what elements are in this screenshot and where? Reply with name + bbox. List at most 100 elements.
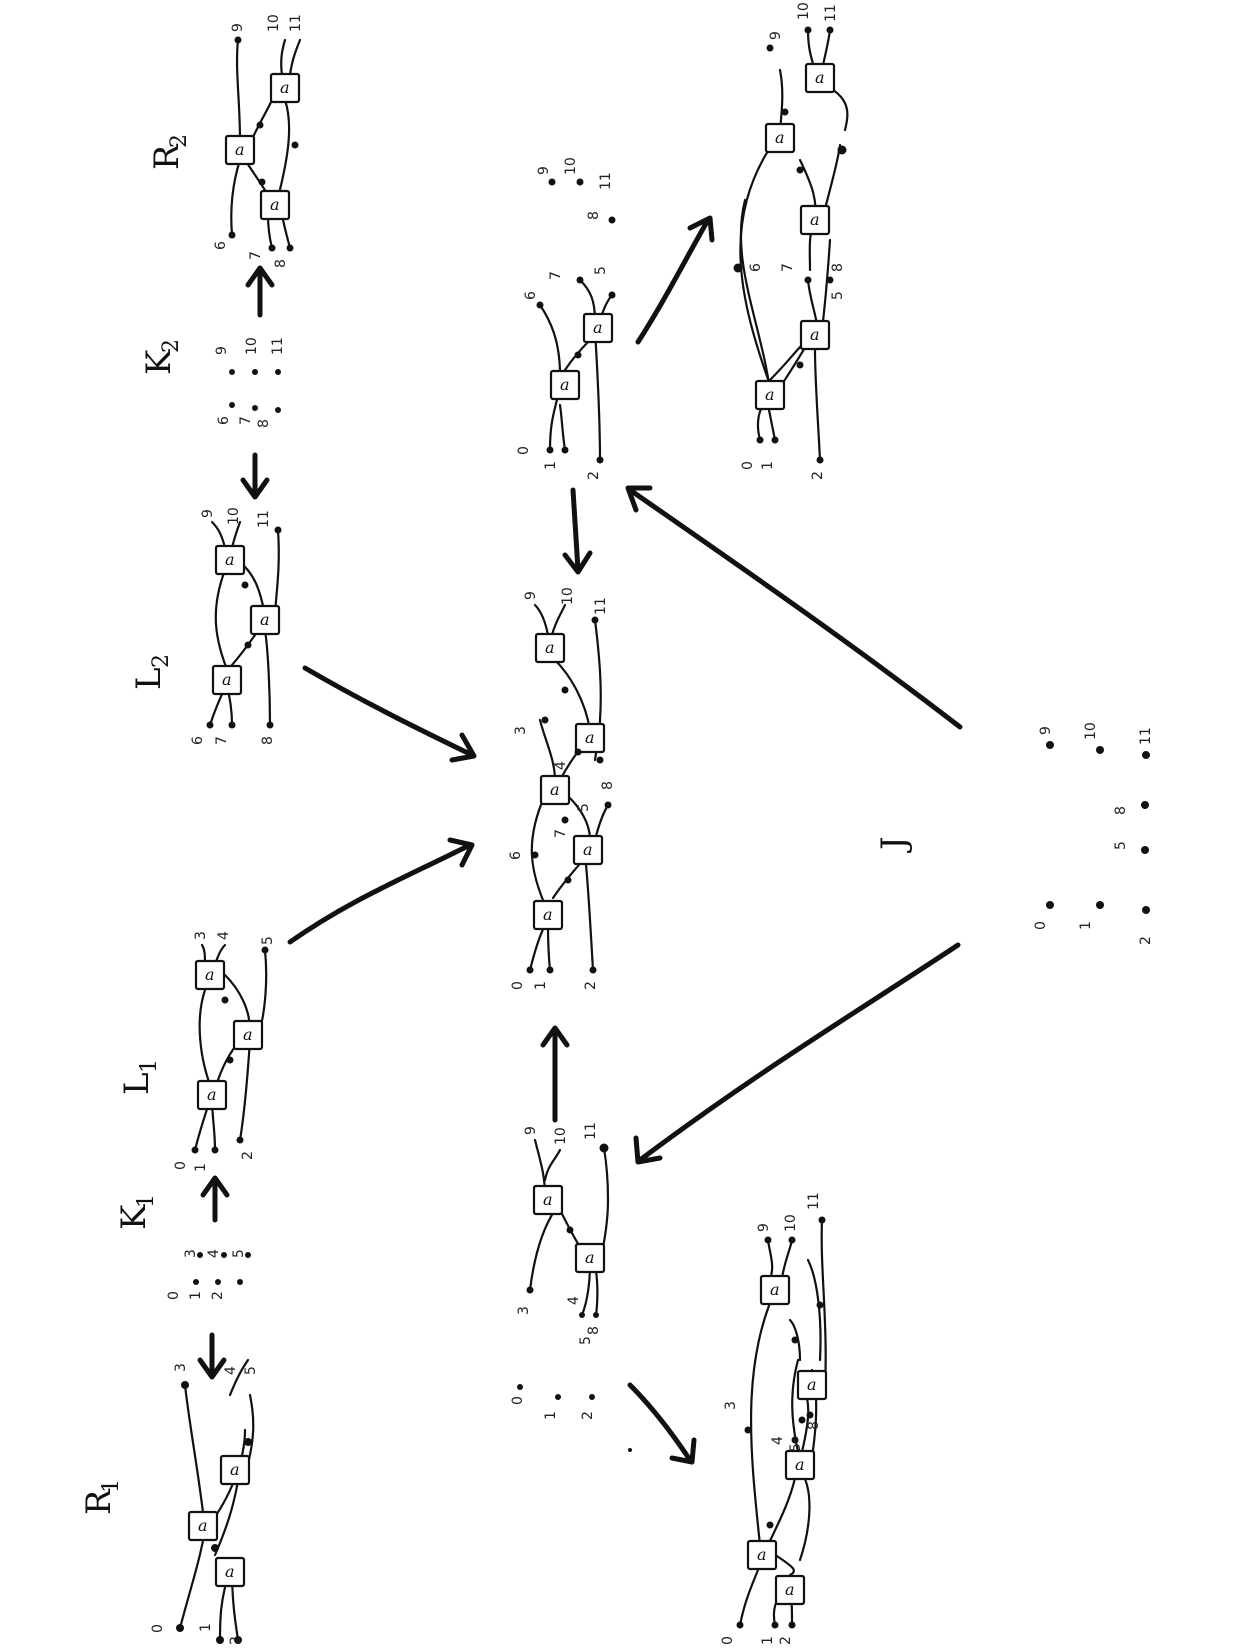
svg-text:a: a [810, 210, 820, 229]
svg-text:9: 9 [230, 23, 246, 32]
svg-text:7: 7 [553, 829, 569, 838]
svg-text:7: 7 [780, 263, 796, 272]
svg-text:11: 11 [583, 1122, 599, 1140]
svg-text:8: 8 [256, 419, 272, 428]
svg-text:3: 3 [516, 1306, 532, 1315]
svg-text:11: 11 [593, 597, 609, 615]
svg-text:11: 11 [288, 14, 304, 32]
svg-text:2: 2 [583, 981, 599, 990]
arrow-k2-l2 [240, 452, 270, 500]
svg-text:5: 5 [576, 803, 592, 812]
svg-text:11: 11 [270, 337, 286, 355]
svg-text:0: 0 [720, 1636, 736, 1645]
svg-text:5: 5 [788, 1443, 804, 1452]
svg-text:10: 10 [1083, 722, 1099, 740]
label-l1: L 1 [117, 1059, 162, 1095]
arrow-l1-g [287, 837, 475, 945]
svg-text:1: 1 [760, 1636, 776, 1645]
svg-text:1: 1 [1078, 921, 1094, 930]
svg-text:0: 0 [173, 1161, 189, 1170]
svg-text:8: 8 [806, 1421, 822, 1430]
svg-text:0: 0 [1033, 921, 1049, 930]
svg-text:9: 9 [200, 509, 216, 518]
svg-text:2: 2 [586, 471, 602, 480]
svg-text:2: 2 [210, 1291, 226, 1300]
svg-text:3: 3 [193, 931, 209, 940]
svg-text:10: 10 [226, 507, 242, 525]
svg-text:a: a [280, 78, 290, 97]
graph-k2: 6 7 8 9 10 11 [214, 337, 286, 428]
svg-text:2: 2 [580, 1411, 596, 1420]
svg-text:9: 9 [523, 1126, 539, 1135]
generator-box: a [224, 134, 256, 166]
arrow-mid-upper-to-center [562, 487, 593, 575]
svg-text:a: a [815, 68, 825, 87]
svg-text:2: 2 [240, 1151, 256, 1160]
generator-box: a [532, 1184, 564, 1216]
svg-text:a: a [230, 1460, 240, 1479]
svg-text:1: 1 [198, 1623, 214, 1632]
svg-text:6: 6 [190, 736, 206, 745]
stray-dot [628, 1448, 632, 1452]
svg-text:R: R [79, 1488, 119, 1515]
graph-r2: a a a 6 7 8 9 10 11 [213, 14, 304, 268]
svg-text:1: 1 [543, 1411, 559, 1420]
svg-text:4: 4 [223, 1366, 239, 1375]
generator-box: a [196, 1079, 228, 1111]
svg-text:8: 8 [260, 736, 276, 745]
svg-text:a: a [807, 1375, 817, 1394]
svg-text:2: 2 [228, 1636, 244, 1645]
svg-text:a: a [207, 1085, 217, 1104]
label-j: J [874, 836, 914, 853]
generator-box: a [269, 72, 301, 104]
svg-text:8: 8 [600, 781, 616, 790]
graph-result-upper: a a a a a 0 1 2 6 7 5 8 9 10 11 [733, 2, 849, 480]
svg-text:3: 3 [513, 726, 529, 735]
svg-text:4: 4 [770, 1436, 786, 1445]
svg-text:9: 9 [756, 1223, 772, 1232]
svg-text:2: 2 [167, 134, 192, 148]
svg-text:a: a [585, 728, 595, 747]
svg-text:8: 8 [273, 259, 289, 268]
generator-box: a [764, 122, 796, 154]
svg-text:10: 10 [266, 14, 282, 32]
generator-box: a [574, 1242, 606, 1274]
svg-text:a: a [593, 318, 603, 337]
label-r2: R 2 [147, 134, 192, 170]
svg-text:10: 10 [783, 1214, 799, 1232]
arrow-k1-l1 [200, 1175, 230, 1223]
generator-box: a [534, 632, 566, 664]
graph-k1: 0 1 2 3 4 5 [166, 1249, 251, 1300]
generator-box: a [532, 899, 564, 931]
svg-text:0: 0 [516, 446, 532, 455]
svg-text:K: K [114, 1204, 154, 1230]
svg-text:a: a [543, 1190, 553, 1209]
arrow-j-mid-upper [625, 485, 963, 730]
arrow-mid-lower-result [627, 1382, 697, 1465]
generator-box: a [232, 1019, 264, 1051]
generator-box: a [574, 722, 606, 754]
svg-text:7: 7 [248, 251, 264, 260]
svg-text:a: a [222, 670, 232, 689]
label-l2: L 2 [129, 654, 174, 690]
generator-box: a [539, 774, 571, 806]
svg-text:a: a [785, 1580, 795, 1599]
label-k1: K 1 [114, 1194, 159, 1230]
svg-text:9: 9 [768, 31, 784, 40]
generator-box: a [746, 1539, 778, 1571]
label-r1: R 1 [79, 1479, 124, 1515]
graph-l2: a a a 6 7 8 9 10 11 [190, 507, 282, 745]
svg-text:8: 8 [586, 211, 602, 220]
svg-text:7: 7 [238, 416, 254, 425]
svg-text:5: 5 [260, 936, 276, 945]
graph-mid-lower: a a 3 4 5 8 9 10 11 0 1 2 [510, 1122, 610, 1420]
generator-box: a [211, 664, 243, 696]
svg-text:a: a [225, 550, 235, 569]
svg-text:a: a [545, 638, 555, 657]
arrow-l2-g [302, 665, 477, 763]
arrow-k2-r2 [245, 265, 275, 318]
svg-text:4: 4 [566, 1296, 582, 1305]
svg-text:11: 11 [1138, 727, 1154, 745]
generator-box: a [259, 189, 291, 221]
